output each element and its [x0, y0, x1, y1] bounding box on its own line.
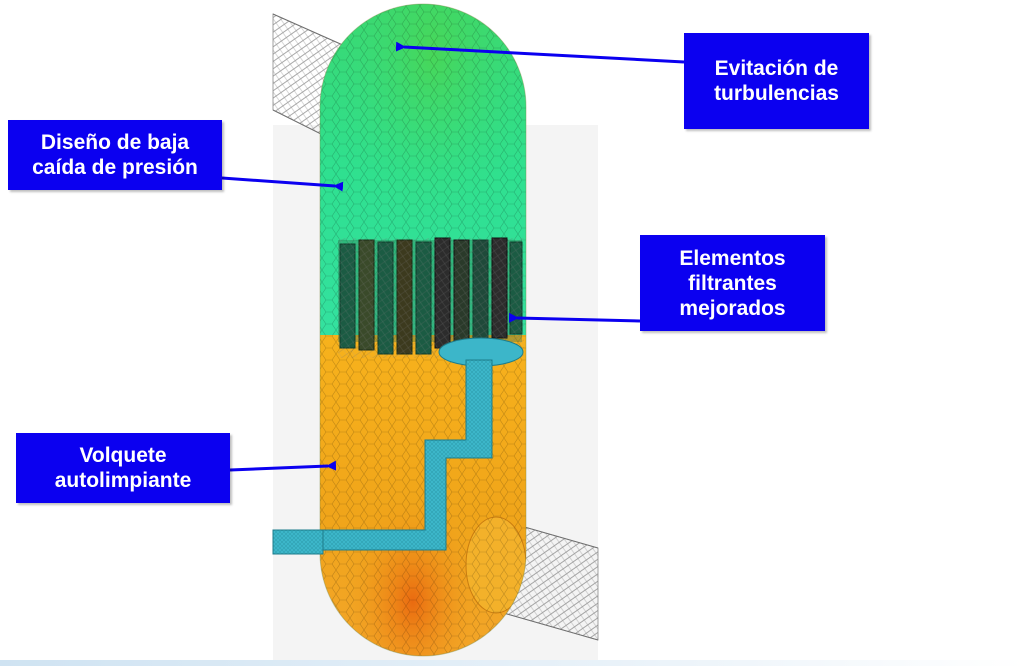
bottom-strip — [0, 660, 1024, 666]
callout-line: filtrantes — [688, 271, 777, 295]
callout-low-pressure-drop: Diseño de baja caída de presión — [8, 120, 222, 190]
callout-line: mejorados — [679, 296, 786, 320]
arrow-turbulence — [395, 41, 685, 64]
callout-line: Evitación de — [714, 57, 839, 80]
vessel-body — [320, 4, 526, 656]
arrow-filters — [508, 312, 641, 323]
dump-pipe-exit — [272, 529, 324, 555]
callout-line: Elementos — [679, 246, 786, 270]
arrow-dump — [229, 460, 337, 472]
callout-line: caída de presión — [32, 156, 198, 179]
callout-improved-filter-elements: Elementos filtrantes mejorados — [640, 235, 825, 331]
callout-line: turbulencias — [714, 82, 839, 105]
filter-elements — [338, 237, 524, 358]
dump-pipe — [320, 337, 524, 551]
arrow-pressure — [221, 176, 344, 192]
callout-turbulence-avoidance: Evitación de turbulencias — [684, 33, 869, 129]
callout-line: autolimpiante — [54, 469, 192, 492]
callout-self-cleaning-dump: Volquete autolimpiante — [16, 433, 230, 503]
callout-line: Volquete — [79, 444, 167, 467]
callout-line: Diseño de baja — [40, 131, 190, 154]
